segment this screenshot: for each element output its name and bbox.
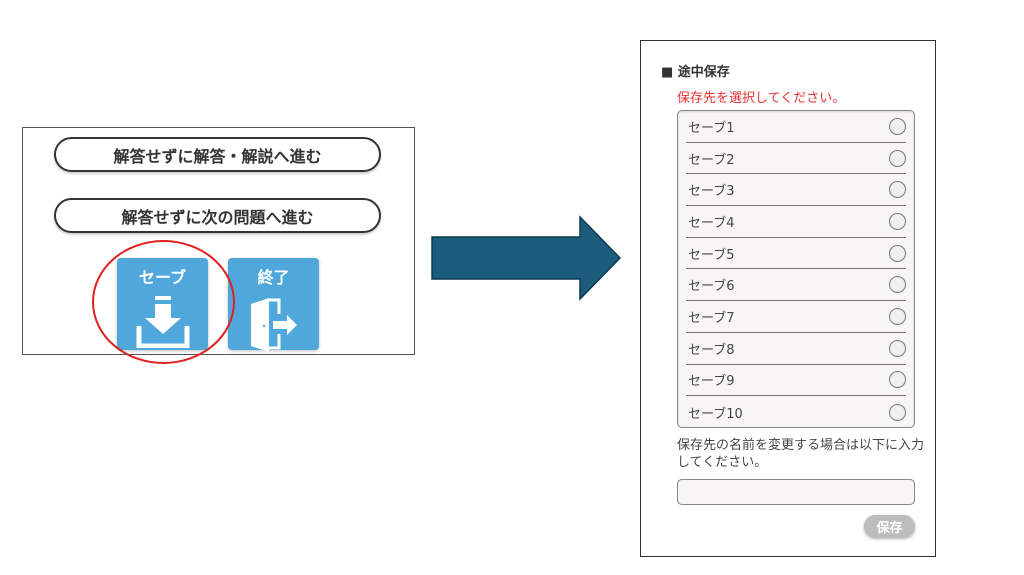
save-slot-label: セーブ4 <box>688 215 735 231</box>
save-slot-9[interactable]: セーブ9 <box>686 365 906 397</box>
save-slot-2[interactable]: セーブ2 <box>686 143 906 175</box>
save-slot-1[interactable]: セーブ1 <box>686 111 906 143</box>
rename-instruction: 保存先の名前を変更する場合は以下に入力してください。 <box>677 438 925 470</box>
radio-button[interactable] <box>889 181 906 199</box>
radio-button[interactable] <box>889 307 906 325</box>
save-slot-label: セーブ5 <box>688 247 735 263</box>
save-slot-label: セーブ1 <box>688 120 735 136</box>
save-name-input[interactable] <box>677 479 915 505</box>
end-tile-button[interactable]: 終了 <box>228 258 319 352</box>
radio-button[interactable] <box>889 371 906 389</box>
radio-button[interactable] <box>889 117 906 135</box>
radio-button[interactable] <box>889 339 906 357</box>
save-slot-3[interactable]: セーブ3 <box>686 174 906 207</box>
save-slot-label: セーブ8 <box>688 342 735 358</box>
save-slot-label: セーブ2 <box>688 152 735 168</box>
exit-door-icon <box>250 298 297 352</box>
radio-button[interactable] <box>889 403 906 421</box>
radio-button[interactable] <box>889 149 906 167</box>
go-to-answer-button[interactable]: 解答せずに解答・解説へ進む <box>54 137 381 172</box>
save-slot-4[interactable]: セーブ4 <box>686 206 906 238</box>
save-slot-6[interactable]: セーブ6 <box>686 269 906 302</box>
end-tile-label: 終了 <box>257 268 290 287</box>
save-slot-10[interactable]: セーブ10 <box>686 396 906 428</box>
save-slot-8[interactable]: セーブ8 <box>686 333 906 365</box>
radio-button[interactable] <box>889 212 906 230</box>
save-slot-label: セーブ9 <box>688 374 735 390</box>
select-instruction: 保存先を選択してください。 <box>677 91 846 106</box>
arrow-right-icon <box>431 215 622 301</box>
dialog-title: ■ 途中保存 <box>661 65 730 80</box>
next-question-button[interactable]: 解答せずに次の問題へ進む <box>54 198 381 233</box>
save-slot-label: セーブ6 <box>688 279 735 295</box>
midway-save-dialog: ■ 途中保存 保存先を選択してください。 (function(){ const … <box>640 40 936 557</box>
save-slot-7[interactable]: セーブ7 <box>686 301 906 333</box>
save-button[interactable]: 保存 <box>864 515 915 538</box>
save-slot-label: セーブ3 <box>688 184 735 200</box>
save-slot-list: (function(){ const d=JSON.parse(document… <box>677 110 915 428</box>
save-slot-label: セーブ10 <box>688 406 743 422</box>
save-slot-label: セーブ7 <box>688 310 735 326</box>
radio-button[interactable] <box>889 244 906 262</box>
radio-button[interactable] <box>889 276 906 294</box>
save-slot-5[interactable]: セーブ5 <box>686 238 906 270</box>
highlight-circle <box>92 240 235 364</box>
